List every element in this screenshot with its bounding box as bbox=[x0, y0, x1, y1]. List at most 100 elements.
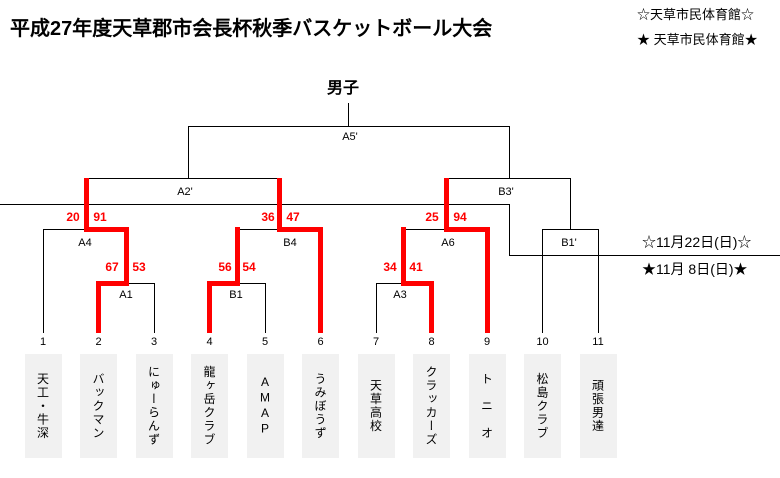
bracket-line bbox=[569, 178, 571, 229]
venue-line-2: ★ 天草市民体育館★ bbox=[637, 32, 758, 47]
team-number: 1 bbox=[39, 336, 47, 348]
score-b1-left: 56 bbox=[218, 260, 232, 274]
team-number: 3 bbox=[150, 336, 158, 348]
winner-path-line bbox=[234, 226, 240, 286]
winner-path-line bbox=[401, 280, 434, 286]
score-a3-left: 34 bbox=[383, 260, 397, 274]
team-name-box: AMAP bbox=[246, 354, 284, 458]
team-name: クラッカーズ bbox=[424, 365, 438, 447]
match-label-a4: A4 bbox=[78, 237, 92, 249]
bracket-line bbox=[376, 282, 404, 284]
score-a4-left: 20 bbox=[66, 210, 80, 224]
team-name-box: ト ニ オ bbox=[468, 354, 506, 458]
bracket-title: 男子 bbox=[326, 80, 360, 97]
team-name: 天草高校 bbox=[368, 379, 383, 433]
bracket-line bbox=[43, 228, 86, 230]
score-a3-right: 41 bbox=[409, 260, 423, 274]
bracket-line bbox=[446, 177, 571, 179]
winner-path-line bbox=[484, 226, 490, 333]
team-number: 11 bbox=[592, 336, 604, 348]
bracket-line bbox=[597, 229, 599, 333]
bracket-line bbox=[403, 228, 446, 230]
team-name-box: クラッカーズ bbox=[413, 354, 450, 458]
team-name-box: 松島クラブ bbox=[524, 354, 561, 458]
team-name-box: 頑張男達 bbox=[579, 354, 617, 458]
bracket-line bbox=[188, 125, 509, 127]
winner-path-line bbox=[443, 178, 449, 232]
team-name-box: 天工・牛深 bbox=[24, 354, 62, 458]
match-label-b3: B3' bbox=[498, 186, 514, 198]
score-a1-left: 67 bbox=[105, 260, 119, 274]
winner-path-line bbox=[83, 226, 129, 232]
winner-path-line bbox=[123, 226, 129, 286]
bracket-line bbox=[126, 282, 154, 284]
bracket-line bbox=[153, 283, 155, 333]
winner-path-line bbox=[401, 226, 407, 286]
date-first-round: ★11月 8日(日)★ bbox=[642, 261, 748, 277]
team-number: 7 bbox=[372, 336, 380, 348]
bracket-line bbox=[508, 204, 510, 255]
match-label-a3: A3 bbox=[393, 289, 407, 301]
team-name: にゅーらんず bbox=[146, 365, 161, 447]
team-number: 10 bbox=[536, 336, 549, 348]
team-number: 2 bbox=[95, 336, 102, 348]
team-name-box: バックマン bbox=[80, 354, 117, 458]
match-label-b1p: B1' bbox=[561, 237, 577, 249]
date-final: ☆11月22日(日)☆ bbox=[642, 234, 752, 250]
winner-path-line bbox=[96, 280, 129, 286]
match-label-a1: A1 bbox=[119, 289, 133, 301]
score-b1-right: 54 bbox=[242, 260, 256, 274]
match-label-a5: A5' bbox=[342, 131, 358, 143]
winner-path-line bbox=[83, 178, 89, 232]
bracket-line bbox=[264, 283, 266, 333]
winner-path-line bbox=[443, 226, 490, 232]
bracket-line bbox=[509, 254, 780, 256]
winner-path-line bbox=[276, 226, 323, 232]
team-name-box: 龍ヶ岳クラブ bbox=[191, 354, 228, 458]
bracket-line bbox=[508, 126, 510, 178]
team-name: 天工・牛深 bbox=[35, 372, 50, 440]
team-name: うみぼうず bbox=[313, 372, 327, 440]
team-name-box: 天草高校 bbox=[357, 354, 395, 458]
bracket-line bbox=[542, 228, 598, 230]
venue-line-1: ☆天草市民体育館☆ bbox=[637, 7, 755, 22]
bracket-line bbox=[86, 177, 279, 179]
winner-path-line bbox=[207, 280, 212, 333]
team-number: 8 bbox=[428, 336, 435, 348]
team-name-box: にゅーらんず bbox=[135, 354, 173, 458]
page-title: 平成27年度天草郡市会長杯秋季バスケットボール大会 bbox=[10, 18, 493, 40]
score-a6-right: 94 bbox=[453, 210, 467, 224]
score-b4-right: 47 bbox=[286, 210, 300, 224]
bracket-line bbox=[237, 228, 279, 230]
bracket-line bbox=[542, 229, 543, 333]
team-number: 5 bbox=[261, 336, 269, 348]
bracket-line bbox=[375, 283, 377, 333]
match-label-a2: A2' bbox=[177, 186, 193, 198]
score-a1-right: 53 bbox=[132, 260, 146, 274]
bracket-line bbox=[237, 282, 265, 284]
score-b4-left: 36 bbox=[261, 210, 275, 224]
team-number: 4 bbox=[206, 336, 213, 348]
match-label-a6: A6 bbox=[441, 237, 455, 249]
team-name-box: うみぼうず bbox=[302, 354, 339, 458]
team-name: 龍ヶ岳クラブ bbox=[202, 365, 216, 447]
winner-path-line bbox=[429, 280, 434, 333]
team-number: 9 bbox=[483, 336, 491, 348]
winner-path-line bbox=[318, 226, 323, 333]
winner-path-line bbox=[96, 280, 101, 333]
bracket-line bbox=[348, 103, 349, 126]
winner-path-line bbox=[276, 178, 282, 232]
team-name: 頑張男達 bbox=[590, 379, 605, 433]
bracket-line bbox=[187, 126, 189, 178]
bracket-line bbox=[42, 229, 44, 333]
team-name: AMAP bbox=[258, 375, 272, 437]
bracket-line bbox=[0, 203, 509, 205]
team-name: 松島クラブ bbox=[535, 372, 549, 440]
match-label-b1: B1 bbox=[229, 289, 243, 301]
winner-path-line bbox=[207, 280, 240, 286]
score-a6-left: 25 bbox=[425, 210, 439, 224]
match-label-b4: B4 bbox=[283, 237, 297, 249]
team-name: ト ニ オ bbox=[479, 372, 494, 440]
score-a4-right: 91 bbox=[93, 210, 107, 224]
